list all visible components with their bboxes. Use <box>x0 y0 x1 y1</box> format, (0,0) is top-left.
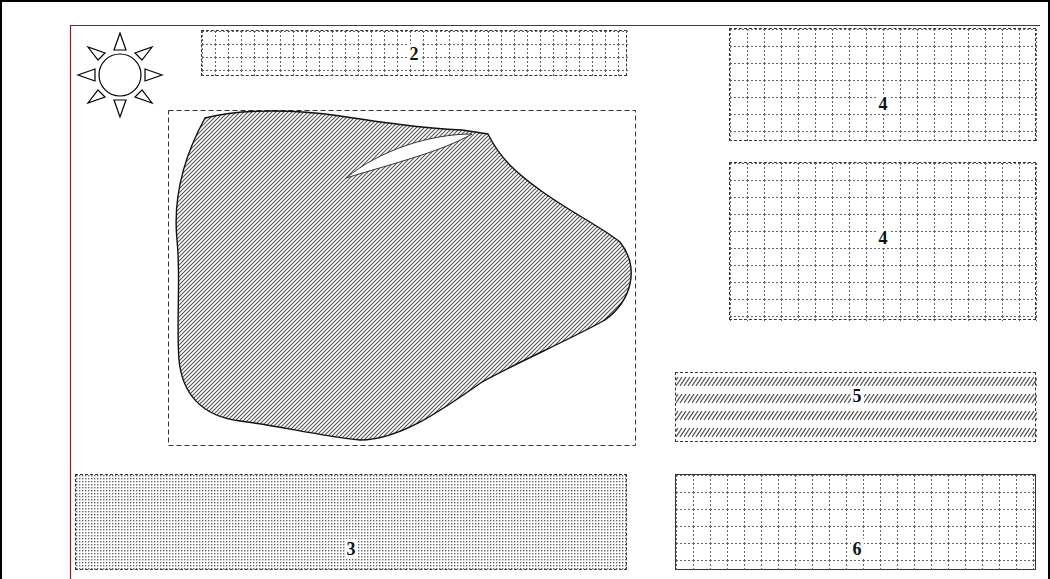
fill-pattern <box>730 29 1037 142</box>
fill-pattern <box>676 475 1037 571</box>
hatched-area-box: 4 <box>729 162 1036 320</box>
hatched-area-box: 4 <box>729 28 1036 141</box>
callout-number: 2 <box>408 44 421 64</box>
inner-frame <box>71 26 1041 579</box>
fill-pattern <box>202 31 628 77</box>
hatched-area-box: 2 <box>201 30 627 76</box>
hatched-area-box: 5 <box>675 372 1036 442</box>
callout-number: 3 <box>345 539 358 559</box>
hatched-area-box: 6 <box>675 474 1036 570</box>
fill-pattern <box>730 163 1037 321</box>
callout-number: 5 <box>851 386 864 406</box>
fill-pattern <box>76 475 628 571</box>
fill-pattern <box>676 373 1037 443</box>
blob-frame <box>169 111 636 446</box>
callout-number: 4 <box>877 94 890 114</box>
highlight <box>346 134 472 178</box>
fill-pattern <box>730 29 1037 142</box>
callout-number: 6 <box>851 539 864 559</box>
sun-symbol <box>78 33 162 117</box>
callout-number: 4 <box>877 228 890 248</box>
hatched-region <box>176 111 631 440</box>
fill-pattern <box>676 373 1037 443</box>
hatched-area-box: 3 <box>75 474 627 570</box>
